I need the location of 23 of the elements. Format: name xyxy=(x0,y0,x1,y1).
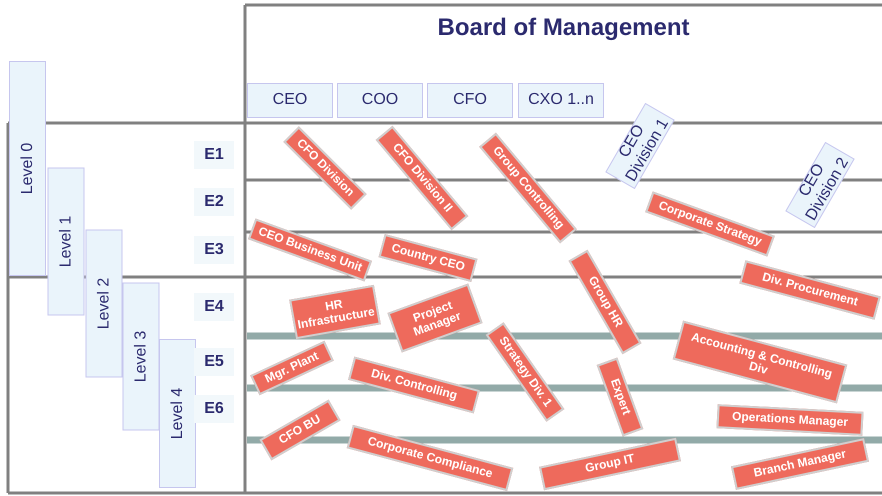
role-box: CXO 1..n xyxy=(518,82,604,118)
level-tag: E4 xyxy=(194,293,234,321)
position-box: Mgr. Plant xyxy=(250,340,334,396)
level-tag: E1 xyxy=(194,141,234,169)
position-box: Operations Manager xyxy=(716,404,864,436)
level-box: Level 0 xyxy=(9,61,46,276)
position-box: HR Infrastructure xyxy=(289,284,381,340)
position-box: CFO BU xyxy=(259,400,341,460)
heading: Board of Management xyxy=(436,14,691,42)
level-box: Level 1 xyxy=(47,167,84,315)
level-tag: E3 xyxy=(194,236,234,264)
level-tag: E5 xyxy=(194,348,234,376)
role-box: CFO xyxy=(427,82,513,118)
level-box: Level 3 xyxy=(122,282,159,430)
role-box: CEO xyxy=(247,82,333,118)
position-box: Branch Manager xyxy=(731,438,869,490)
position-box: Expert xyxy=(596,358,644,436)
level-tag: E6 xyxy=(194,395,234,423)
role-box: COO xyxy=(337,82,423,118)
position-box: Group IT xyxy=(539,438,681,490)
level-box: Level 4 xyxy=(159,339,196,488)
level-tag: E2 xyxy=(194,188,234,216)
level-box: Level 2 xyxy=(85,229,122,377)
